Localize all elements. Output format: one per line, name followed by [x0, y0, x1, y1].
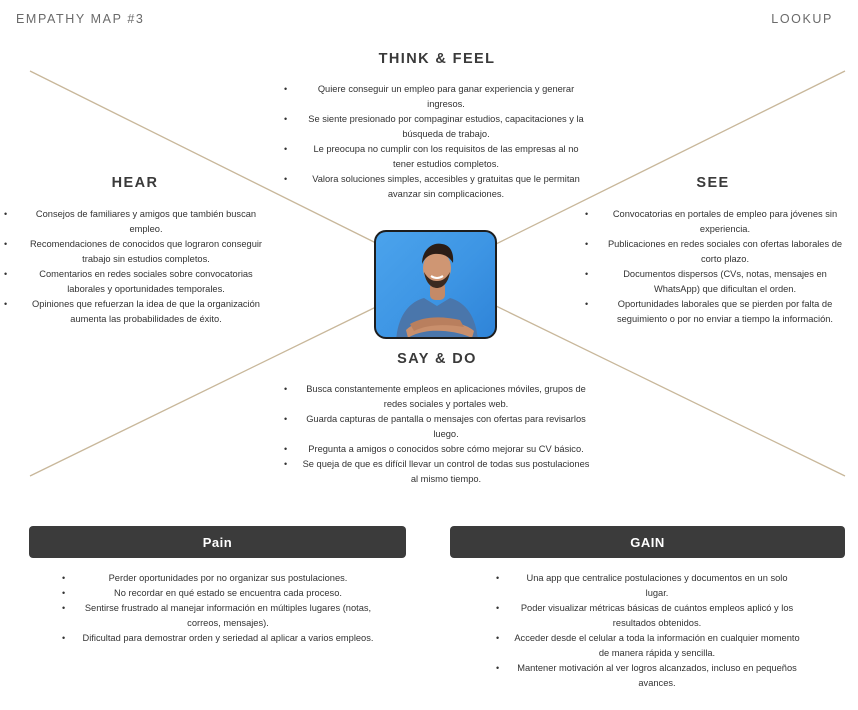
- gain-item: Poder visualizar métricas básicas de cuá…: [494, 601, 804, 631]
- think-feel-list: Quiere conseguir un empleo para ganar ex…: [282, 82, 594, 202]
- see-item: Oportunidades laborales que se pierden p…: [583, 297, 851, 327]
- say-do-list: Busca constantemente empleos en aplicaci…: [282, 382, 594, 487]
- hear-list: Consejos de familiares y amigos que tamb…: [2, 207, 274, 327]
- say-do-item: Busca constantemente empleos en aplicaci…: [282, 382, 594, 412]
- map-title: EMPATHY MAP #3: [16, 12, 145, 26]
- say-do-title: SAY & DO: [397, 351, 477, 367]
- see-item: Publicaciones en redes sociales con ofer…: [583, 237, 851, 267]
- see-item: Convocatorias en portales de empleo para…: [583, 207, 851, 237]
- think-feel-item: Valora soluciones simples, accesibles y …: [282, 172, 594, 202]
- gain-item: Una app que centralice postulaciones y d…: [494, 571, 804, 601]
- pain-item: Perder oportunidades por no organizar su…: [60, 571, 380, 586]
- gain-header-bar: GAIN: [450, 526, 845, 558]
- persona-avatar: [374, 230, 497, 339]
- see-item: Documentos dispersos (CVs, notas, mensaj…: [583, 267, 851, 297]
- pain-item: Sentirse frustrado al manejar informació…: [60, 601, 380, 631]
- think-feel-item: Quiere conseguir un empleo para ganar ex…: [282, 82, 594, 112]
- think-feel-item: Se siente presionado por compaginar estu…: [282, 112, 594, 142]
- pain-list: Perder oportunidades por no organizar su…: [60, 571, 380, 646]
- gain-item: Acceder desde el celular a toda la infor…: [494, 631, 804, 661]
- see-list: Convocatorias en portales de empleo para…: [583, 207, 851, 327]
- gain-list: Una app que centralice postulaciones y d…: [494, 571, 804, 691]
- divider-line-bottom-right: [495, 305, 846, 477]
- see-title: SEE: [696, 175, 730, 191]
- gain-item: Mantener motivación al ver logros alcanz…: [494, 661, 804, 691]
- hear-item: Consejos de familiares y amigos que tamb…: [2, 207, 274, 237]
- hear-title: HEAR: [111, 175, 159, 191]
- divider-line-top-right: [495, 70, 846, 245]
- divider-line-bottom-left: [29, 305, 379, 477]
- divider-line-top-left: [29, 70, 379, 245]
- say-do-item: Guarda capturas de pantalla o mensajes c…: [282, 412, 594, 442]
- pain-item: Dificultad para demostrar orden y seried…: [60, 631, 380, 646]
- product-name: LOOKUP: [771, 12, 833, 26]
- pain-item: No recordar en qué estado se encuentra c…: [60, 586, 380, 601]
- think-feel-title: THINK & FEEL: [378, 51, 496, 67]
- think-feel-item: Le preocupa no cumplir con los requisito…: [282, 142, 594, 172]
- hear-item: Recomendaciones de conocidos que lograro…: [2, 237, 274, 267]
- pain-header-bar: Pain: [29, 526, 406, 558]
- say-do-item: Se queja de que es difícil llevar un con…: [282, 457, 594, 487]
- say-do-item: Pregunta a amigos o conocidos sobre cómo…: [282, 442, 594, 457]
- hear-item: Comentarios en redes sociales sobre conv…: [2, 267, 274, 297]
- person-icon: [396, 243, 478, 337]
- hear-item: Opiniones que refuerzan la idea de que l…: [2, 297, 274, 327]
